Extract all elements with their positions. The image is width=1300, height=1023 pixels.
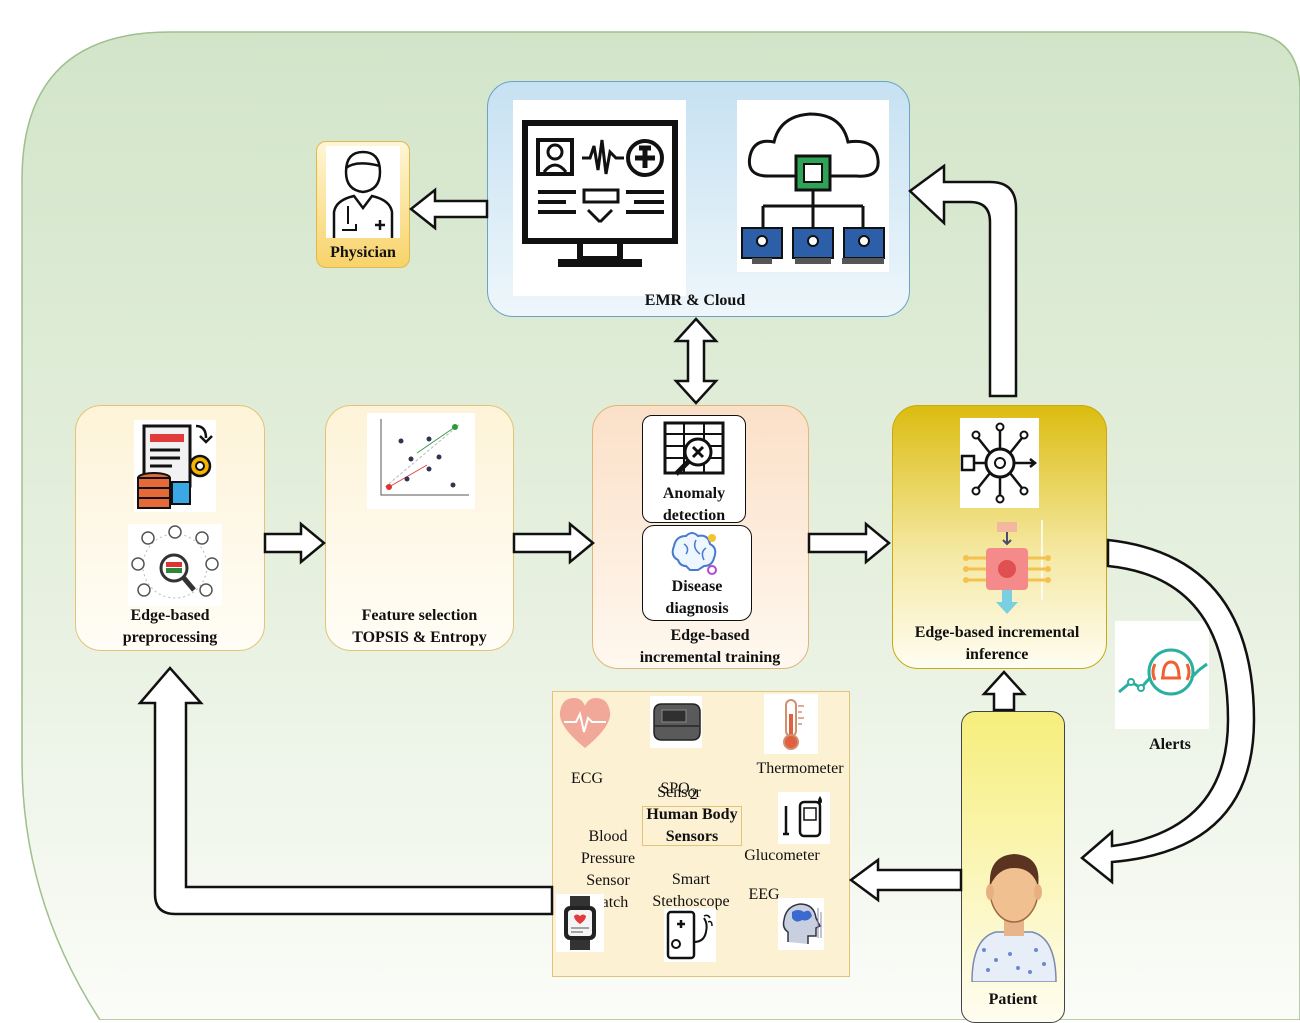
arrow-sensors-to-preprocessing [137, 666, 554, 916]
human-body-sensors-label: Human Body Sensors [646, 806, 738, 845]
feature-selection-label: Feature selection TOPSIS & Entropy [352, 607, 487, 646]
spo2-sub: 2 [689, 786, 698, 803]
arrow-training-to-inference [807, 521, 891, 565]
cloud-network-icon [741, 112, 885, 264]
glucometer-icon [778, 792, 830, 844]
anomaly-table-icon [663, 421, 725, 476]
physician-label: Physician [330, 244, 396, 261]
anomaly-detection-label: Anomaly detection [662, 485, 726, 524]
arrow-preprocessing-to-feature [263, 521, 326, 565]
spo2-main: SPO [660, 780, 690, 797]
alert-bell-icon [1118, 648, 1208, 696]
scatter-plot-icon [380, 419, 469, 496]
stethoscope-phone-icon [664, 908, 716, 962]
human-body-sensors-box [642, 806, 742, 846]
emr-cloud-label: EMR & Cloud [644, 292, 746, 309]
patient-label: Patient [988, 991, 1038, 1008]
incremental-training-label: Edge-based incremental training [639, 627, 781, 666]
document-database-icon [137, 424, 213, 509]
eeg-head-icon [778, 898, 824, 950]
arrow-feature-to-training [512, 521, 595, 565]
glucometer-label: Glucometer [744, 847, 820, 864]
smart-stethoscope-label: Smart Stethoscope [652, 871, 730, 910]
ai-chip-icon [963, 520, 1051, 614]
spo2-label: SPO2 [648, 756, 710, 806]
arrow-emr-training [673, 317, 719, 405]
thermometer-label: Thermometer [756, 760, 844, 777]
smartwatch-icon [556, 894, 604, 952]
preprocessing-label: Edge-based preprocessing [122, 607, 218, 646]
thermometer-icon [764, 694, 818, 754]
arrow-inference-to-patient [1080, 538, 1256, 885]
arrow-inference-to-cloud [908, 163, 1018, 398]
disease-diagnosis-label: Disease diagnosis [665, 578, 729, 617]
pulse-oximeter-icon [650, 696, 702, 748]
incremental-inference-label: Edge-based incremental inference [914, 624, 1080, 663]
spo2-sensor-label: Sensor [657, 784, 701, 801]
brain-icon [671, 532, 717, 575]
alerts-label: Alerts [1149, 736, 1191, 753]
monitor-icon [522, 120, 678, 267]
arrow-patient-to-inference [981, 670, 1027, 712]
patient-icon [971, 854, 1057, 982]
magnifier-network-icon [131, 525, 219, 599]
eeg-label: EEG [748, 886, 780, 903]
neural-network-icon [960, 422, 1038, 504]
heart-icon [559, 698, 611, 748]
arrow-emr-to-physician [408, 187, 489, 231]
physician-icon [326, 146, 400, 238]
ecg-label: ECG [571, 770, 603, 787]
arrow-patient-to-sensors [848, 857, 963, 903]
